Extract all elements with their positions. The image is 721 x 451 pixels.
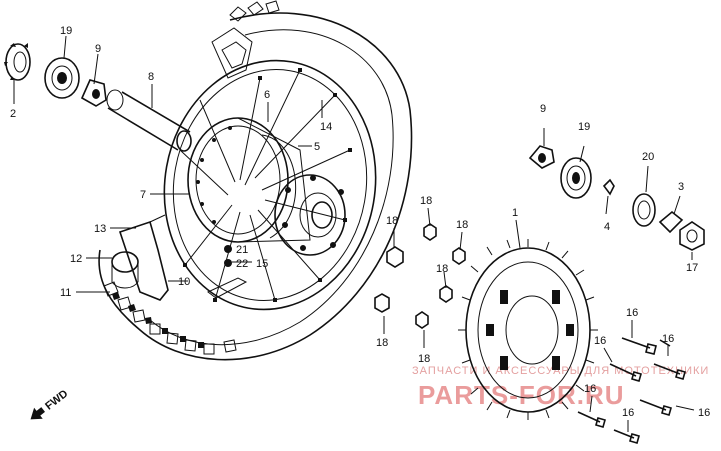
callout-12: 12 <box>70 253 82 265</box>
callout-22: 22 <box>236 258 248 270</box>
leader-lines <box>13 35 695 432</box>
callout-9-right: 9 <box>540 103 546 115</box>
tire <box>98 0 413 361</box>
callout-21: 21 <box>236 244 248 256</box>
sprocket-bolts <box>577 337 686 444</box>
callout-16-b: 16 <box>662 333 674 345</box>
left-bearing-stack <box>4 43 107 107</box>
callout-11: 11 <box>60 287 71 299</box>
callout-4: 4 <box>604 221 610 233</box>
callout-2: 2 <box>10 108 16 120</box>
callout-17: 17 <box>686 262 698 274</box>
callout-16-f: 16 <box>622 407 634 419</box>
callout-16-d: 16 <box>698 407 710 419</box>
callout-19-right: 19 <box>578 121 590 133</box>
callout-10: 10 <box>178 276 190 288</box>
callout-19: 19 <box>60 25 72 37</box>
watermark-logo: PARTS-FOR.RU <box>418 380 625 410</box>
callout-16-a: 16 <box>626 307 638 319</box>
axle-spacer <box>106 89 192 152</box>
callout-18-c: 18 <box>456 219 468 231</box>
callout-18-f: 18 <box>418 353 430 365</box>
brake-parts <box>207 245 248 299</box>
callout-9: 9 <box>95 43 101 55</box>
callout-8: 8 <box>148 71 154 83</box>
fwd-indicator: FWD <box>30 388 70 420</box>
sprocket-nuts <box>374 223 466 329</box>
callout-13: 13 <box>94 223 106 235</box>
callout-16-e: 16 <box>584 383 596 395</box>
sprocket-flange <box>274 174 346 256</box>
callout-18-a: 18 <box>386 215 398 227</box>
driven-sprocket <box>458 239 598 420</box>
fwd-arrow-icon <box>30 407 45 420</box>
callout-18-e: 18 <box>376 337 388 349</box>
callout-3: 3 <box>678 181 684 193</box>
watermark-tagline: ЗАПЧАСТИ И АКСЕССУАРЫ ДЛЯ МОТОТЕХНИКИ <box>412 365 709 377</box>
callout-16-c: 16 <box>594 335 606 347</box>
callout-7: 7 <box>140 189 146 201</box>
watermark: ЗАПЧАСТИ И АКСЕССУАРЫ ДЛЯ МОТОТЕХНИКИ PA… <box>412 365 709 410</box>
rim-lock-top <box>211 27 253 79</box>
callouts: 2 19 9 8 6 14 5 7 13 12 11 10 21 22 15 9… <box>10 25 710 419</box>
callout-18-d: 18 <box>436 263 448 275</box>
callout-14: 14 <box>320 121 332 133</box>
fwd-label: FWD <box>43 388 70 413</box>
callout-20: 20 <box>642 151 654 163</box>
callout-15: 15 <box>256 258 268 270</box>
callout-1: 1 <box>512 207 518 219</box>
callout-5: 5 <box>314 141 320 153</box>
callout-18-b: 18 <box>420 195 432 207</box>
wheel-rim <box>163 59 377 311</box>
right-bearing-stack <box>528 145 705 251</box>
rear-hub <box>187 117 311 243</box>
chain-slider <box>111 214 169 301</box>
callout-6: 6 <box>264 89 270 101</box>
